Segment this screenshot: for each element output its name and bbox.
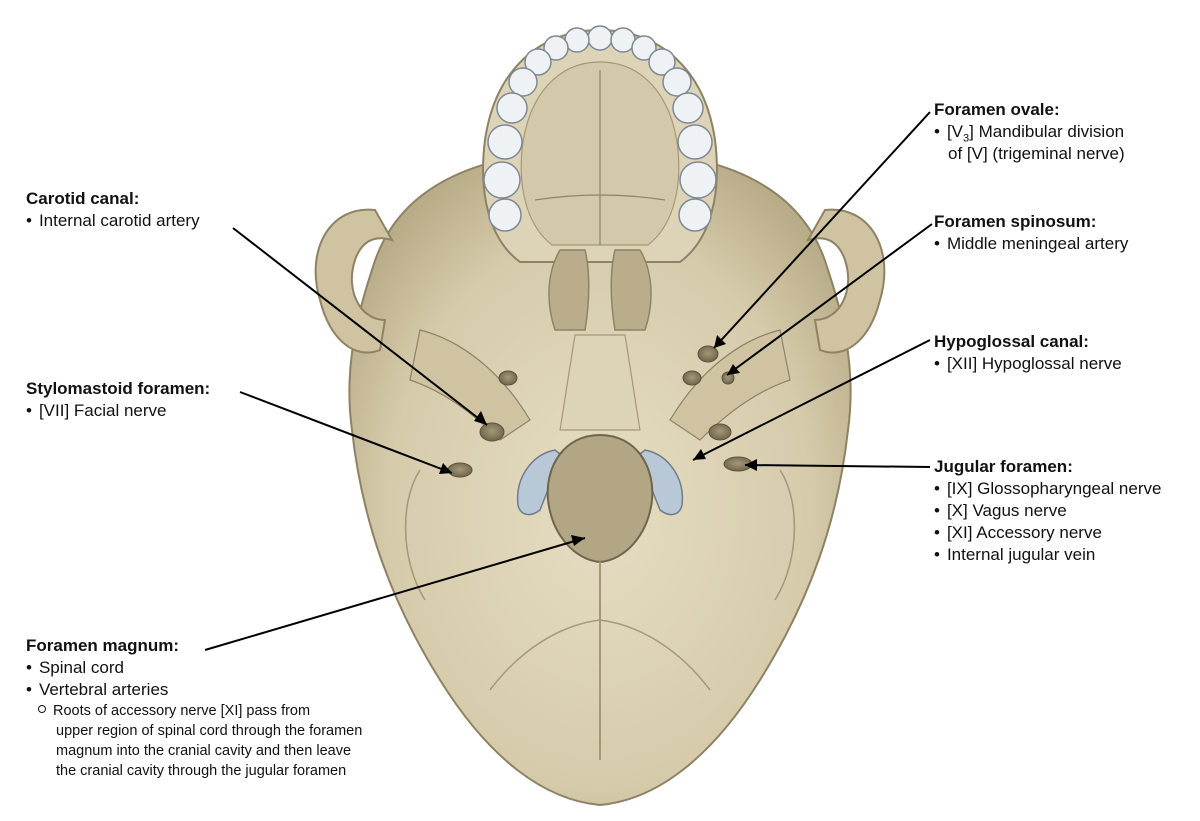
foramen-magnum-label: Foramen magnum: Spinal cord Vertebral ar…	[26, 635, 362, 781]
hypoglossal-canal-item: [XII] Hypoglossal nerve	[934, 353, 1122, 375]
leader-magnum	[204, 537, 586, 651]
stylomastoid-foramen-label: Stylomastoid foramen: [VII] Facial nerve	[26, 378, 210, 422]
foramen-spinosum-item: Middle meningeal artery	[934, 233, 1128, 255]
jugular-foramen-title: Jugular foramen:	[934, 457, 1073, 476]
jugular-foramen-item-2: [X] Vagus nerve	[934, 500, 1161, 522]
jugular-foramen-item-1: [IX] Glossopharyngeal nerve	[934, 478, 1162, 500]
left-zygomatic-arch	[314, 208, 395, 354]
arrow-magnum	[571, 535, 585, 546]
foramen-spinosum-title: Foramen spinosum:	[934, 212, 1097, 231]
carotid-canal-label: Carotid canal: Internal carotid artery	[26, 188, 200, 232]
basiocciput	[559, 334, 641, 431]
inferior-nuchal-line	[489, 619, 711, 691]
leader-hypoglossal	[692, 339, 931, 461]
foramen-ovale-item: [V3] Mandibular division	[934, 121, 1125, 144]
leader-jugular	[744, 464, 931, 468]
choanae-right	[610, 249, 652, 331]
left-petrous-region	[409, 329, 531, 441]
foramina	[447, 345, 753, 478]
foramen-ovale-title: Foramen ovale:	[934, 100, 1060, 119]
foramen-magnum-item-1: Spinal cord	[26, 657, 362, 679]
foramen-magnum-title: Foramen magnum:	[26, 636, 180, 655]
foramen-ovale-item-continued: of [V] (trigeminal nerve)	[948, 144, 1125, 163]
mastoid-left	[404, 469, 426, 601]
leader-spinosum	[726, 223, 933, 376]
stylomastoid-foramen-title: Stylomastoid foramen:	[26, 379, 211, 398]
arrow-ovale	[714, 335, 726, 348]
hollow-bullet-icon	[38, 705, 46, 713]
foramen-magnum-note-line-1: Roots of accessory nerve [XI] pass from	[38, 701, 362, 721]
foramen-magnum-note-line-2: upper region of spinal cord through the …	[56, 723, 363, 739]
leader-lines	[204, 111, 933, 651]
right-zygomatic-arch	[805, 208, 886, 354]
foramen-magnum-item-2: Vertebral arteries	[26, 679, 362, 701]
stylomastoid-foramen-item: [VII] Facial nerve	[26, 400, 210, 422]
foramen-magnum-note-line-3: magnum into the cranial cavity and then …	[56, 743, 352, 759]
foramen-magnum-note-line-4: the cranial cavity through the jugular f…	[56, 763, 347, 779]
transverse-palatine-suture	[534, 194, 666, 201]
right-petrous-region	[669, 329, 791, 441]
arrow-spinosum	[727, 364, 740, 375]
leader-carotid	[232, 227, 488, 426]
arrow-carotid	[474, 411, 487, 425]
leader-arrowheads	[439, 335, 757, 546]
carotid-canal-title: Carotid canal:	[26, 189, 140, 208]
carotid-canal-item: Internal carotid artery	[26, 210, 200, 232]
jugular-foramen-item-4: Internal jugular vein	[934, 544, 1161, 566]
foramen-ovale-label: Foramen ovale: [V3] Mandibular division …	[934, 99, 1125, 165]
jugular-foramen-label: Jugular foramen: [IX] Glossopharyngeal n…	[934, 456, 1161, 566]
leader-ovale	[713, 111, 931, 349]
foramen-spinosum-label: Foramen spinosum: Middle meningeal arter…	[934, 211, 1128, 255]
leader-stylomastoid	[239, 391, 453, 474]
arrow-hypoglossal	[693, 449, 706, 460]
arrow-stylomastoid	[439, 463, 452, 474]
upper-teeth	[483, 25, 717, 232]
mastoid-right	[774, 469, 796, 601]
jugular-foramen-item-3: [XI] Accessory nerve	[934, 522, 1161, 544]
hypoglossal-canal-label: Hypoglossal canal: [XII] Hypoglossal ner…	[934, 331, 1122, 375]
choanae-left	[548, 249, 590, 331]
arrow-jugular	[745, 459, 757, 471]
hypoglossal-canal-title: Hypoglossal canal:	[934, 332, 1089, 351]
